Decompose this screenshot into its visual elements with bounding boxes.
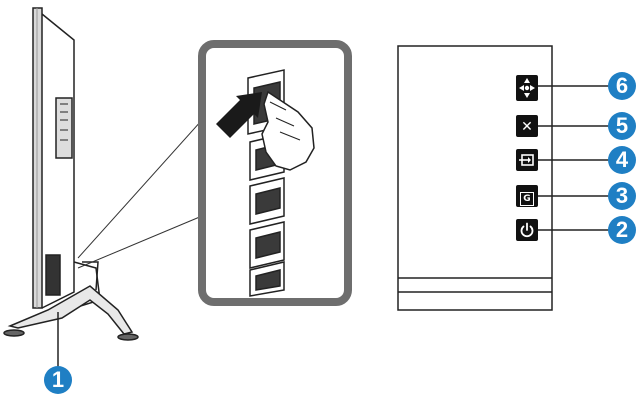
callout-leaders	[538, 85, 612, 231]
input-select-button[interactable]	[516, 149, 538, 171]
monitor-stand	[3, 285, 139, 341]
callout-4: 4	[608, 146, 636, 174]
navigation-button[interactable]	[516, 75, 538, 101]
gamevisual-icon: G	[520, 192, 534, 206]
monitor-front-panel	[397, 45, 553, 311]
callout-2: 2	[608, 216, 636, 244]
input-source-icon	[519, 154, 534, 166]
callout-6: 6	[608, 72, 636, 100]
close-icon: ✕	[521, 119, 533, 135]
callout-1: 1	[44, 366, 72, 394]
power-button[interactable]	[516, 219, 538, 241]
zoom-leader-lines	[77, 119, 203, 269]
gamevisual-button[interactable]: G	[516, 185, 538, 207]
callout-5: 5	[608, 112, 636, 140]
pointing-arrow	[216, 92, 262, 138]
close-button[interactable]: ✕	[516, 115, 538, 137]
power-icon	[520, 222, 534, 238]
hand-pointer	[261, 90, 315, 171]
monitor-side-view	[32, 7, 101, 309]
five-way-navigation-icon	[519, 78, 535, 98]
callout-3: 3	[608, 182, 636, 210]
